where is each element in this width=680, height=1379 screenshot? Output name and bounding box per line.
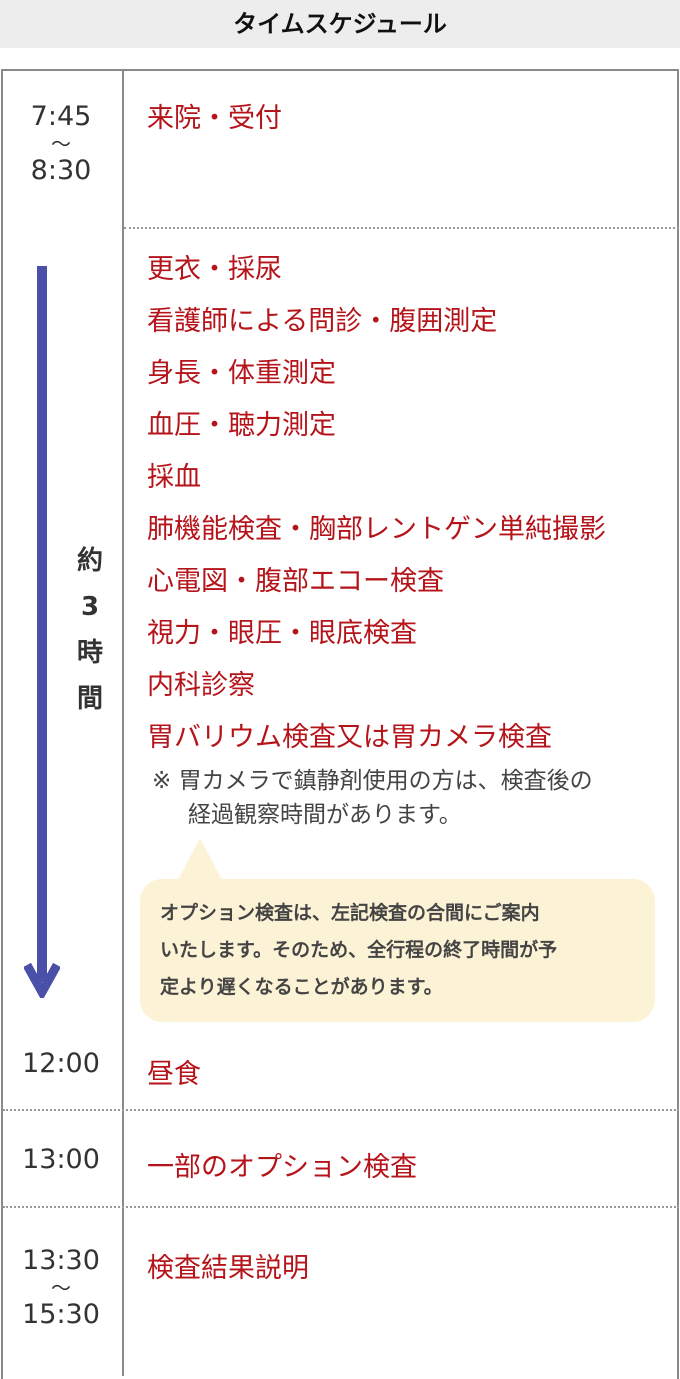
time-end: 8:30 bbox=[30, 155, 92, 186]
schedule-item: 検査結果説明 bbox=[147, 1253, 309, 1284]
exam-list: 更衣・採尿 看護師による問診・腹囲測定 身長・体重測定 血圧・聴力測定 採血 肺… bbox=[147, 252, 606, 772]
note-mark: ※ bbox=[152, 768, 172, 794]
option-info-bubble: オプション検査は、左記検査の合間にご案内 いたします。そのため、全行程の終了時間… bbox=[140, 879, 655, 1022]
tilde: 〜 bbox=[51, 132, 71, 156]
note-text: 胃カメラで鎮静剤使用の方は、検査後の bbox=[178, 768, 593, 794]
row-divider bbox=[3, 1109, 679, 1111]
time-range: 7:45 〜 8:30 bbox=[0, 100, 122, 188]
row-divider bbox=[3, 1206, 679, 1208]
schedule-item: 来院・受付 bbox=[147, 103, 282, 134]
row-divider bbox=[124, 227, 679, 229]
note-text: 経過観察時間があります。 bbox=[188, 802, 462, 828]
bubble-text: 定より遅くなることがあります。 bbox=[160, 976, 443, 998]
bubble-pointer bbox=[178, 838, 222, 880]
bubble-text: いたします。そのため、全行程の終了時間が予 bbox=[160, 939, 558, 961]
schedule-item: 血圧・聴力測定 bbox=[147, 410, 336, 441]
schedule-item: 身長・体重測定 bbox=[147, 358, 336, 389]
page-title: タイムスケジュール bbox=[0, 0, 680, 48]
schedule-item: 一部のオプション検査 bbox=[147, 1152, 417, 1183]
duration-char: 時 bbox=[76, 638, 103, 668]
schedule-item: 胃バリウム検査又は胃カメラ検査 bbox=[147, 722, 552, 753]
duration-char: 3 bbox=[80, 592, 100, 622]
time-start: 13:30 bbox=[22, 1245, 100, 1276]
arrow-line bbox=[37, 266, 47, 982]
schedule-item: 肺機能検査・胸部レントゲン単純撮影 bbox=[147, 514, 606, 545]
schedule-item: 視力・眼圧・眼底検査 bbox=[147, 618, 417, 649]
duration-char: 約 bbox=[76, 546, 103, 576]
schedule-item: 昼食 bbox=[147, 1059, 201, 1090]
duration-char: 間 bbox=[76, 684, 103, 714]
time-end: 15:30 bbox=[22, 1299, 100, 1330]
schedule-item: 採血 bbox=[147, 462, 201, 493]
schedule-item: 更衣・採尿 bbox=[147, 254, 282, 285]
column-divider bbox=[122, 70, 124, 1376]
time: 13:00 bbox=[22, 1144, 100, 1175]
time: 12:00 bbox=[22, 1048, 100, 1079]
duration-label: 約 3 時 間 bbox=[70, 538, 110, 722]
time-start: 7:45 bbox=[30, 101, 92, 132]
bubble-text: オプション検査は、左記検査の合間にご案内 bbox=[160, 902, 540, 924]
arrow-down-icon bbox=[24, 962, 60, 998]
schedule-item: 看護師による問診・腹囲測定 bbox=[147, 306, 498, 337]
tilde: 〜 bbox=[51, 1276, 71, 1300]
schedule-table bbox=[1, 69, 679, 1379]
note: ※ 胃カメラで鎮静剤使用の方は、検査後の 経過観察時間があります。 bbox=[152, 764, 593, 832]
schedule-item: 内科診察 bbox=[147, 670, 255, 701]
time-range: 13:30 〜 15:30 bbox=[0, 1244, 122, 1332]
schedule-item: 心電図・腹部エコー検査 bbox=[147, 566, 444, 597]
